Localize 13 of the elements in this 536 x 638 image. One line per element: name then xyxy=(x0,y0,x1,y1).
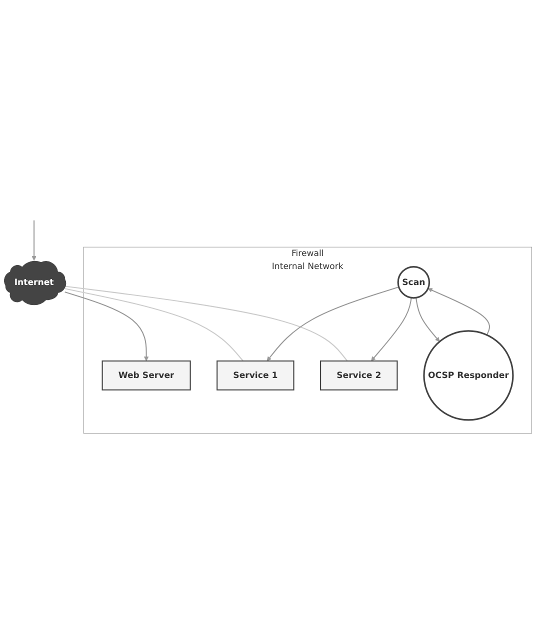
node-box: Service 2 xyxy=(320,360,398,391)
arrow xyxy=(266,286,399,362)
node-box: Service 1 xyxy=(216,360,294,391)
arrow xyxy=(371,298,412,362)
connector xyxy=(64,288,244,362)
arrow xyxy=(428,288,490,336)
connector xyxy=(64,286,348,362)
arrow xyxy=(32,220,36,261)
node-box: Web Server xyxy=(102,360,191,391)
arrow xyxy=(415,298,440,342)
node-circle: OCSP Responder xyxy=(423,330,514,421)
arrow xyxy=(64,292,149,362)
node-circle: Scan xyxy=(397,266,430,299)
